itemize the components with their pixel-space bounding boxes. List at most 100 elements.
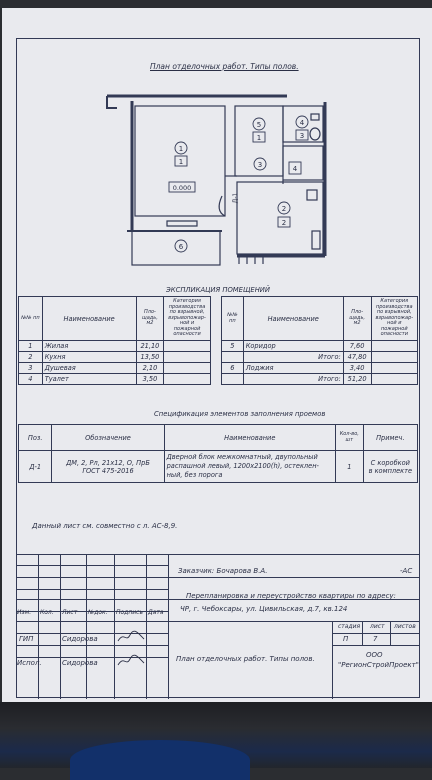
spec-name-line-1: Дверной блок межкомнатный, двупольный: [166, 453, 318, 461]
spec-table: Поз. Обозначение Наименование Кол-во, шт…: [17, 424, 419, 483]
spec-header-pos: Поз.: [17, 424, 53, 451]
project-line-2: ЧР, г. Чебоксары, ул. Цивильская, д.7, к…: [180, 605, 348, 613]
cell-name: Коридор: [242, 340, 344, 352]
customer-text: Заказчик: Бочарова В.А.: [178, 567, 268, 575]
cell-num: 4: [18, 373, 43, 385]
room-4-type: 3: [300, 132, 304, 140]
cell-area: 21,10: [135, 340, 165, 352]
spec-header-name: Наименование: [163, 424, 336, 451]
explication-title: ЭКСПЛИКАЦИЯ ПОМЕЩЕНИЙ: [166, 286, 270, 294]
spec-name: Дверной блок межкомнатный, двупольный ра…: [163, 450, 336, 483]
cell-num: 6: [221, 362, 244, 374]
cell-category: [163, 362, 211, 374]
spec-qty: 1: [334, 450, 364, 483]
extra-type: 4: [293, 165, 298, 173]
table-row: 4 Туалет 3,50 Итого: 51,20: [18, 373, 419, 385]
stage-header: стадия: [338, 623, 361, 630]
drawing-sheet: План отделочных работ. Типы полов.: [2, 8, 432, 702]
signature-ispol: [117, 654, 145, 666]
room-3-number: 3: [258, 161, 262, 169]
cell-category: [370, 373, 419, 385]
sleeve-shape: [70, 740, 250, 780]
explication-header-category: Категория производства по взрывной, взры…: [163, 296, 211, 341]
cell-num: [221, 373, 244, 385]
col-doc: №док.: [88, 609, 108, 616]
spec-title: Спецификация элементов заполнения проемо…: [154, 410, 326, 418]
cell-num: [221, 351, 244, 363]
spec-header-designation: Обозначение: [51, 424, 165, 451]
room-1-type: 1: [179, 158, 183, 166]
cell-num: 3: [18, 362, 43, 374]
explication-header-num-2: №№ пп: [221, 296, 244, 341]
col-date: Дата: [148, 609, 164, 616]
plan-title: План отделочных работ. Типы полов.: [150, 62, 299, 71]
spec-header-note: Примеч.: [362, 424, 419, 451]
stage-value: П: [343, 635, 349, 643]
cell-name: Туалет: [41, 373, 137, 385]
title-block: Заказчик: Бочарова В.А. -АС Перепланиров…: [16, 554, 420, 699]
room-5-number: 5: [257, 121, 261, 129]
sheet-value: 7: [373, 635, 378, 643]
table-row: 3 Душевая 2,10 6 Лоджия 3,40: [18, 362, 419, 374]
cell-area: 2,10: [135, 362, 165, 374]
document-code: -АС: [400, 567, 413, 575]
spec-pos: Д-1: [17, 450, 53, 483]
spec-header-qty: Кол-во, шт: [334, 424, 364, 451]
room-2-type: 2: [282, 219, 286, 227]
spec-name-line-3: ный, без порога: [166, 471, 223, 479]
col-kol: Кол.: [40, 609, 54, 616]
cell-name: Жилая: [41, 340, 137, 352]
cell-area: 3,50: [135, 373, 165, 385]
sheet-note: Данный лист см. совместно с л. АС-8,9.: [32, 522, 178, 530]
cell-category: [163, 340, 211, 352]
sheets-header: листов: [394, 623, 416, 630]
spec-note-line-2: в комплекте: [368, 466, 413, 475]
cell-category: [370, 351, 419, 363]
cell-category: [163, 351, 211, 363]
cell-name: Душевая: [41, 362, 137, 374]
explication-header-area-2: Пло- щадь, м2: [342, 296, 372, 341]
cell-num: 1: [18, 340, 43, 352]
drawing-frame: [16, 38, 420, 698]
cell-num: 2: [18, 351, 43, 363]
spec-note-line-1: С коробкой: [370, 458, 410, 467]
table-row: Д-1 ДМ, 2, Рл, 21х12, О, ПрБ ГОСТ 475-20…: [17, 450, 419, 483]
cell-area: 51,20: [342, 373, 372, 385]
room-6-number: 6: [179, 243, 184, 251]
room-5-type: 1: [257, 134, 261, 142]
room-1-mark: 0.000: [173, 184, 192, 192]
ispol-name: Сидорова: [62, 659, 98, 667]
cell-category: [163, 373, 211, 385]
gip-label: ГИП: [19, 635, 34, 643]
room-2-number: 2: [282, 205, 286, 213]
cell-name: Лоджия: [242, 362, 344, 374]
spec-designation-line-1: ДМ, 2, Рл, 21х12, О, ПрБ: [66, 458, 150, 467]
explication-header-num: №№ пп: [18, 296, 43, 341]
table-row: 2 Кухня 13,50 Итого: 47,80: [18, 351, 419, 363]
room-1-number: 1: [179, 145, 183, 153]
cell-area: 7,60: [342, 340, 372, 352]
ispol-label: Испол.: [17, 659, 42, 667]
gip-name: Сидорова: [62, 635, 98, 643]
cell-area: 13,50: [135, 351, 165, 363]
cell-area: 47,80: [342, 351, 372, 363]
sheet-name: План отделочных работ. Типы полов.: [176, 655, 315, 663]
company-line-2: "РегионСтройПроект": [338, 661, 419, 669]
sheet-header: лист: [370, 623, 385, 630]
col-izm: Изм.: [17, 609, 32, 616]
spec-designation-line-2: ГОСТ 475-2016: [82, 466, 134, 475]
explication-table: №№ пп Наименование Пло- щадь, м2 Категор…: [18, 296, 419, 385]
cell-num: 5: [221, 340, 244, 352]
explication-header-area: Пло- щадь, м2: [135, 296, 165, 341]
cell-category: [370, 362, 419, 374]
table-row: 1 Жилая 21,10 5 Коридор 7,60: [18, 340, 419, 352]
explication-header-name: Наименование: [41, 296, 137, 341]
spec-designation: ДМ, 2, Рл, 21х12, О, ПрБ ГОСТ 475-2016: [51, 450, 165, 483]
company-line-1: ООО: [366, 651, 383, 659]
project-line-1: Перепланировка и переустройство квартиры…: [186, 592, 396, 600]
col-list: Лист: [62, 609, 78, 616]
cell-total-label: Итого:: [242, 373, 344, 385]
signature-gip: [117, 630, 145, 642]
cell-name: Кухня: [41, 351, 137, 363]
spec-note: С коробкой в комплекте: [362, 450, 419, 483]
